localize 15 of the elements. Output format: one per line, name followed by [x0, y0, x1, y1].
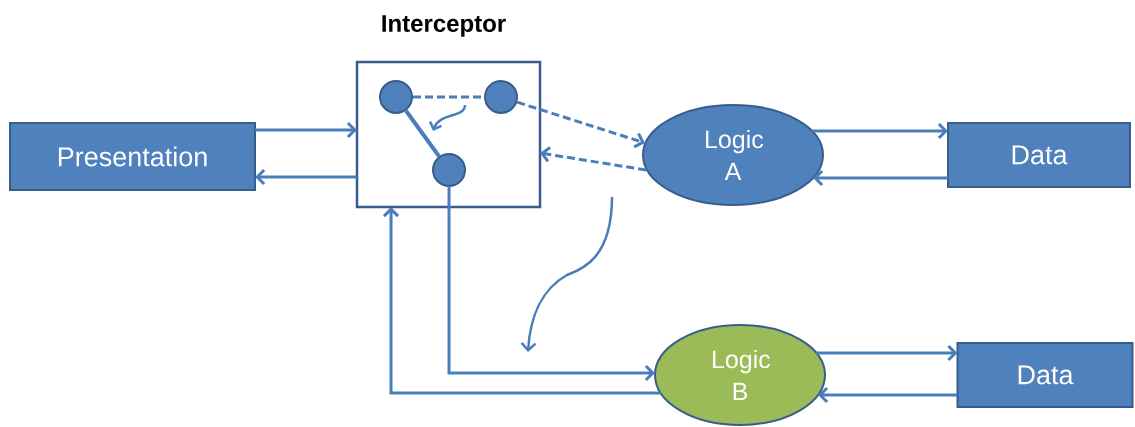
node-label: Interceptor — [382, 15, 506, 37]
process-box: Presentation — [9, 122, 256, 191]
arrow — [540, 146, 647, 172]
arrow — [382, 207, 661, 395]
arrow — [255, 121, 357, 139]
arrow — [816, 344, 958, 362]
arrow — [818, 386, 958, 404]
arrow — [812, 122, 948, 140]
arrow — [813, 169, 948, 187]
arrow — [516, 100, 645, 149]
arrow — [447, 186, 655, 382]
switch-circle — [432, 153, 466, 187]
process-box: Data — [956, 342, 1134, 408]
process-box: Data — [947, 122, 1131, 188]
arrow — [255, 168, 357, 186]
